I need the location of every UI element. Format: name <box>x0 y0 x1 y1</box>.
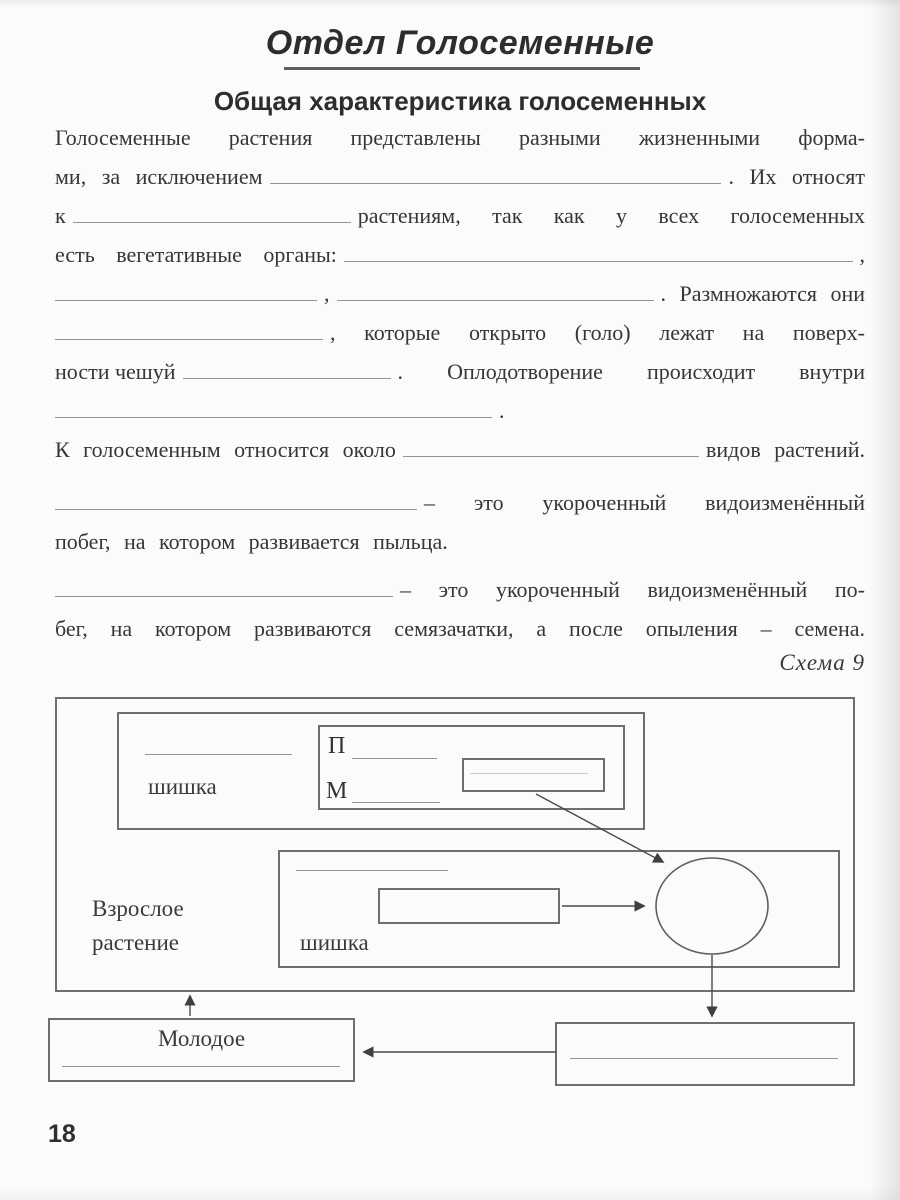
text-segment: видов растений. <box>706 437 865 462</box>
text-segment: . Размножаются они <box>660 281 865 306</box>
text-segment: – это укороченный видоизменённый <box>424 490 865 515</box>
scan-edge-top <box>0 0 900 8</box>
pollen-cell-blank-field <box>470 773 588 774</box>
blank-field <box>55 509 417 510</box>
blank-field <box>55 339 323 340</box>
young-plant-box <box>48 1018 355 1082</box>
text-segment: растениям, так как у всех голосеменных <box>357 203 865 228</box>
blank-field <box>55 596 393 597</box>
seed-blank-field <box>570 1058 838 1059</box>
young-plant-label: Молодое <box>158 1026 246 1051</box>
scheme-label: Схема 9 <box>779 650 865 675</box>
page-number: 18 <box>48 1120 76 1148</box>
ovule-rect <box>378 888 560 924</box>
fill-in-text: Голосеменные растения представлены разны… <box>55 118 865 648</box>
p-blank-field <box>352 758 437 759</box>
adult-plant-label-line1: Взрослое <box>92 896 184 921</box>
text-segment: побег, на котором развивается пыльца. <box>55 529 448 554</box>
text-line: К голосеменным относится около видов раст… <box>55 430 865 469</box>
text-line: к растениям, так как у всех голосеменных <box>55 196 865 235</box>
blank-field <box>55 300 317 301</box>
pollen-m-label: М <box>326 778 348 804</box>
top-cone-blank-field <box>145 754 292 755</box>
text-line: , которые открыто (голо) лежат на поверх… <box>55 313 865 352</box>
text-segment: . Их относят <box>728 164 865 189</box>
title-underline <box>284 67 640 70</box>
text-segment: есть вегетативные органы: <box>55 242 337 267</box>
m-blank-field <box>352 802 440 803</box>
text-segment: , <box>859 242 866 267</box>
page-title: Отдел Голосеменные <box>265 24 655 62</box>
blank-field <box>72 222 351 223</box>
bottom-cone-blank-field <box>296 870 448 871</box>
seed-box <box>555 1022 855 1086</box>
pollen-cell-rect <box>462 758 605 792</box>
text-segment: , которые открыто (голо) лежат на поверх… <box>330 320 865 345</box>
text-segment: бег, на котором развиваются семязачатки,… <box>55 616 865 641</box>
life-cycle-outer-box <box>55 697 855 992</box>
bottom-cone-label: шишка <box>300 930 369 955</box>
text-segment: . Оплодотворение происходит внутри <box>397 359 865 384</box>
blank-field <box>343 261 853 262</box>
text-line: . <box>55 391 865 430</box>
text-segment: ми, за исключением <box>55 164 263 189</box>
text-line: есть вегетативные органы:, <box>55 235 865 274</box>
blank-field <box>269 183 722 184</box>
young-plant-blank-field <box>62 1066 340 1067</box>
adult-plant-label-line2: растение <box>92 930 180 955</box>
text-line: бег, на котором развиваются семязачатки,… <box>55 609 865 648</box>
blank-field <box>55 417 492 418</box>
blank-field <box>402 456 700 457</box>
text-line: – это укороченный видоизменённый по- <box>55 570 865 609</box>
text-segment: к <box>55 203 66 228</box>
text-segment: – это укороченный видоизменённый по- <box>400 577 865 602</box>
pollen-inner-box <box>318 725 625 810</box>
scan-edge-right <box>870 0 900 1200</box>
page-subtitle: Общая характеристика голосеменных <box>213 86 707 116</box>
text-line: , . Размножаются они <box>55 274 865 313</box>
text-segment: ности чешуй <box>55 359 176 384</box>
blank-field <box>182 378 391 379</box>
text-line: ности чешуй . Оплодотворение происходит в… <box>55 352 865 391</box>
scan-edge-bottom <box>0 1186 900 1200</box>
text-segment: , <box>324 281 330 306</box>
top-cone-box <box>117 712 645 830</box>
text-line: побег, на котором развивается пыльца. <box>55 522 865 561</box>
text-segment: . <box>499 398 505 423</box>
text-segment: Голосеменные растения представлены разны… <box>55 125 865 150</box>
blank-field <box>336 300 654 301</box>
text-line: Голосеменные растения представлены разны… <box>55 118 865 157</box>
top-cone-label: шишка <box>148 774 217 799</box>
text-line: – это укороченный видоизменённый <box>55 483 865 522</box>
pollen-p-label: П <box>328 733 346 759</box>
text-line: ми, за исключением . Их относят <box>55 157 865 196</box>
text-segment: К голосеменным относится около <box>55 437 396 462</box>
